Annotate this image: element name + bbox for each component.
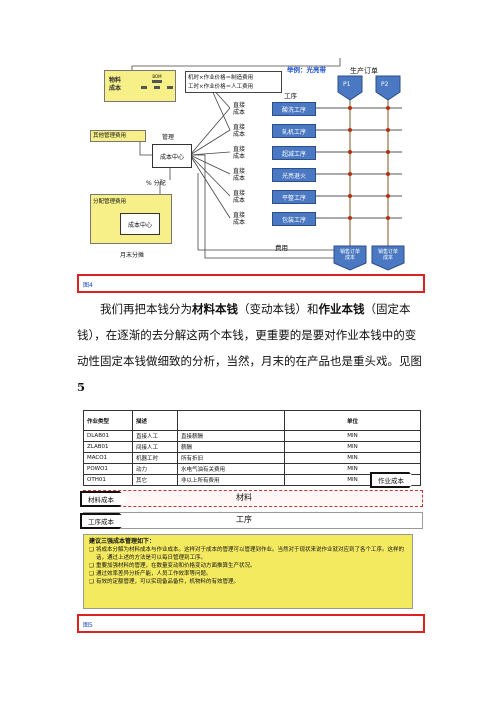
process-header: 工序 [284,92,297,100]
figure-4-lines [119,58,405,271]
table-cell: 间接人工 [132,441,178,453]
table-header-cell: 作业类型 [83,410,133,431]
example-label: 举例：光亮带 [287,66,326,74]
process-box-annealing: 光亮退火 [272,168,316,182]
table-cell: ZLAB01 [83,441,133,453]
percent-alloc-label: % 分配 [146,180,166,187]
production-order-label: 生产订单 [350,67,378,75]
body-paragraph: 我们再把本钱分为材料本钱（变动本钱）和作业本钱（固定本钱），在逐渐的去分解这两个… [77,296,427,400]
expense-label: 费用 [275,244,288,252]
material-cost-box: 物料 成本 BOM [104,70,176,102]
paragraph-part-3: （固定本钱），在逐渐的去分解这两个本钱，更重要的是要对作业本钱中的变动性固定本钱… [77,302,422,368]
material-cost-tag: 材料成本 [80,491,128,507]
material-cost-tag-label: 材料成本 [88,496,114,504]
advice-title: 建议三强成本管理如下： [89,538,156,545]
material-row [83,490,423,507]
rate-note-1: 机时×作业价格＝制造费用 [188,75,254,81]
table-cell: 直接人工 [132,430,178,442]
table-header-cell [177,410,285,431]
rate-notes-box: 机时×作业价格＝制造费用 工时×作业价格＝人工费用 [185,71,282,93]
alloc-mgmt-cost-label: 分配管理费用 [93,199,127,205]
figure-4-caption-text: 图4 [83,282,93,289]
table-cell: DLAB01 [83,430,133,442]
table-cell: 直接薪酬 [177,430,285,442]
advice-item: ❑通过效率差异分析产能，人员工作效率等问题。 [89,571,212,577]
paragraph-bold-1: 材料本钱 [192,302,238,316]
management-label: 管理 [162,134,175,141]
advice-item: ❑将成本分解为材料成本与作业成本。这样对于成本的管理可以管理到作业。当然对于现状… [89,547,404,561]
table-header-row: 作业类型 描述 单位 [83,410,421,431]
activity-cost-tag-label: 作业成本 [378,477,404,485]
advice-item: ❑重要加强材料的管理，在数量变动和价格变动方面推算生产状况。 [89,563,256,569]
p2-label: P2 [381,81,389,88]
direct-cost-2: 直接 成本 [233,124,246,138]
bom-node-row [141,86,173,89]
paragraph-part-1: 我们再把本钱分为 [100,302,192,316]
process-box-leveling: 平整工序 [272,190,316,204]
table-cell: 动力 [132,463,178,475]
figure-4-caption: 图4 [77,274,425,293]
figure-4: 举例：光亮带 生产订单 工序 P1 P2 物料 成本 BOM 机时×作业价格＝制… [80,58,425,273]
table-header-cell: 描述 [132,410,178,431]
advice-box: 建议三强成本管理如下： ❑将成本分解为材料成本与作业成本。这样对于成本的管理可以… [83,534,413,609]
process-box-rolling: 轧机工序 [272,124,316,138]
table-cell: 水电气油有关费用 [177,463,285,475]
table-cell: OTH01 [83,474,133,486]
direct-cost-6: 直接 成本 [233,212,246,226]
process-center-label: 工序 [236,515,252,524]
direct-cost-4: 直接 成本 [233,168,246,182]
month-end-alloc-label: 月末分摊 [120,252,145,259]
process-cost-tag-label: 工序成本 [88,518,114,526]
table-cell: MIN [284,441,421,453]
table-cell: 其它 [132,474,178,486]
sales-order-2: 销售订单 成本 [377,249,398,261]
process-box-packing: 包装工序 [272,212,316,226]
table-cell: 机器工时 [132,452,178,464]
cost-center-sub: 成本中心 [120,213,160,235]
direct-cost-1: 直接 成本 [233,102,246,116]
bom-node-top [152,80,162,83]
sales-order-1: 销售订单 成本 [339,249,360,261]
p1-label: P1 [343,81,351,88]
process-box-reduction: 超减工序 [272,146,316,160]
rate-note-2: 工时×作业价格＝人工费用 [188,84,254,90]
bom-label: BOM [152,74,162,79]
paragraph-part-2: （变动本钱）和 [238,302,319,316]
other-mgmt-cost-box: 其他管理费用 [90,130,146,142]
direct-cost-3: 直接 成本 [233,146,246,160]
activity-cost-tag: 作业成本 [370,472,416,488]
table-cell: MIN [284,430,421,442]
advice-item: ❑有效的定额管理，可以实现备品备件，机物料的有效管理。 [89,579,239,585]
process-row [83,512,423,529]
table-cell: MIN [284,452,421,464]
table-cell: POWO1 [83,463,133,475]
direct-cost-5: 直接 成本 [233,190,246,204]
table-cell: 所有折旧 [177,452,285,464]
material-cost-label: 物料 成本 [109,77,122,92]
figure-5-caption: 图5 [77,614,425,633]
table-cell: MACO1 [83,452,133,464]
table-header-cell: 单位 [284,410,421,431]
process-box-pickling: 酸洗工序 [272,102,316,116]
paragraph-bold-2: 作业本钱 [318,302,365,316]
cost-center-main: 成本中心 [152,144,192,168]
table-cell: 薪酬 [177,441,285,453]
bom-tree: BOM [141,74,173,98]
paragraph-fig-ref: 5 [77,380,86,394]
process-cost-tag: 工序成本 [80,513,128,529]
table-cell: 非以上所有费用 [177,474,285,486]
figure-5-caption-text: 图5 [83,622,93,629]
material-center-label: 材料 [236,493,252,502]
